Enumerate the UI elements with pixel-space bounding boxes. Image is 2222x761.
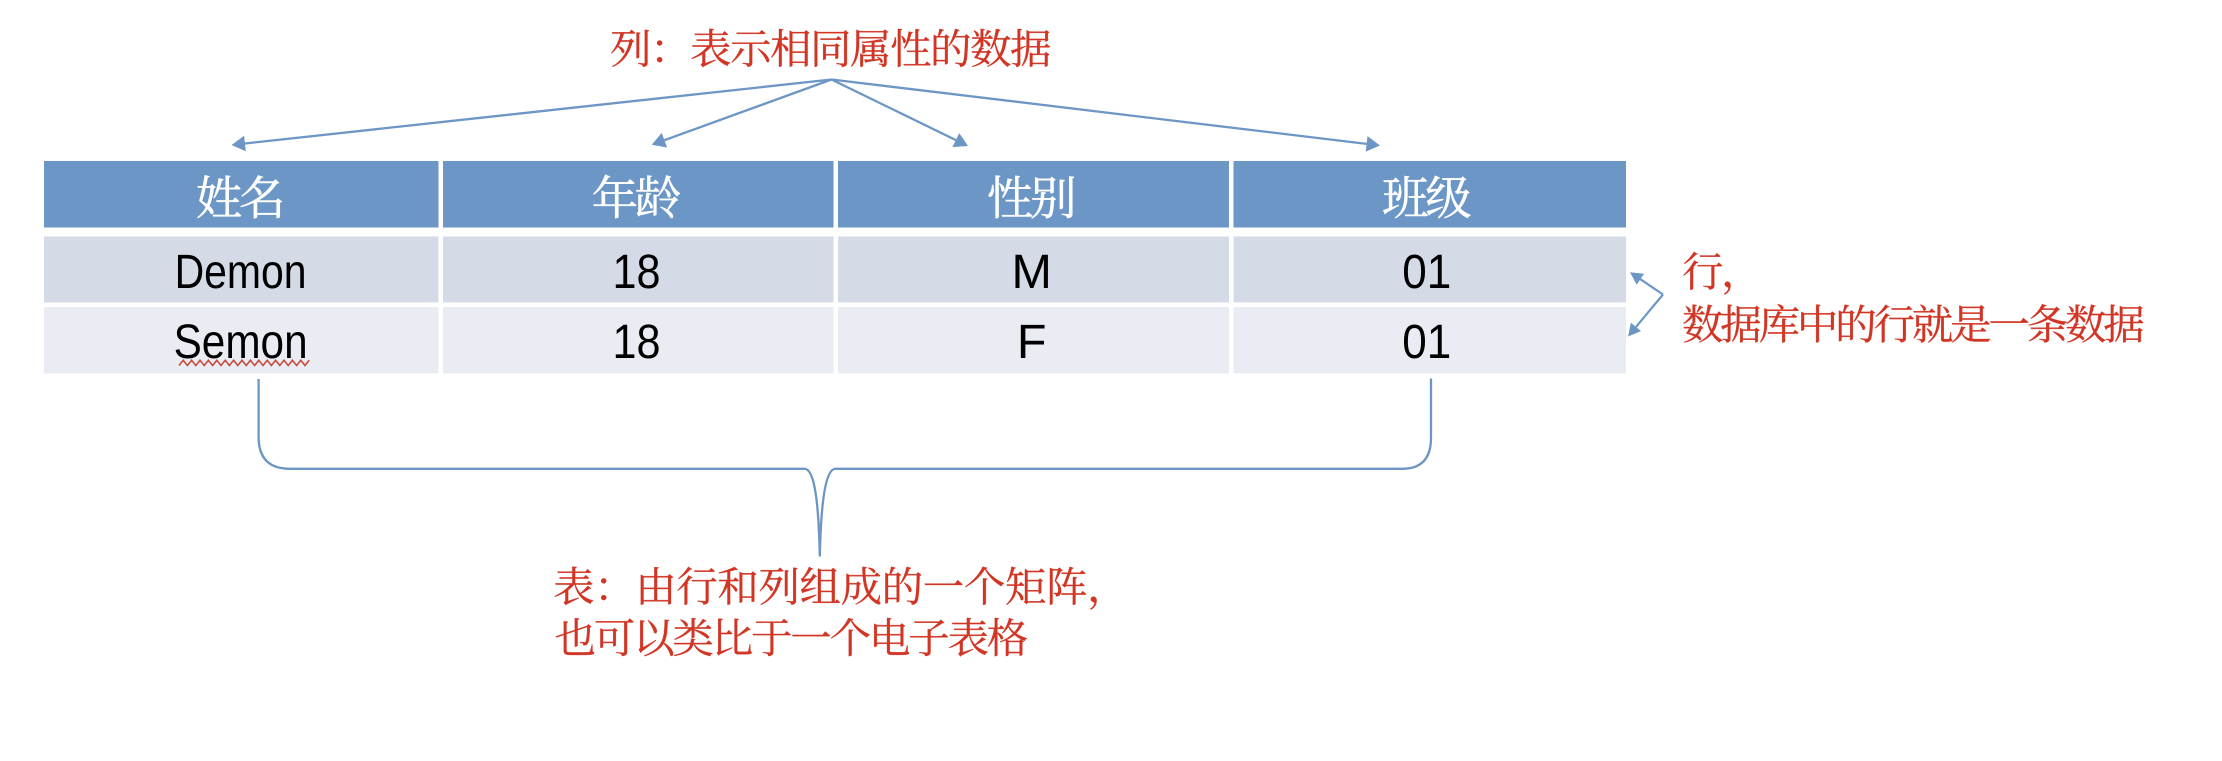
svg-text:Semon: Semon [174, 315, 308, 369]
svg-text:Demon: Demon [175, 245, 307, 299]
svg-text:F: F [1017, 315, 1047, 369]
svg-text:M: M [1011, 245, 1051, 299]
svg-text:01: 01 [1402, 315, 1451, 369]
svg-text:18: 18 [613, 245, 661, 299]
svg-text:01: 01 [1402, 245, 1451, 299]
svg-text:18: 18 [613, 315, 661, 369]
